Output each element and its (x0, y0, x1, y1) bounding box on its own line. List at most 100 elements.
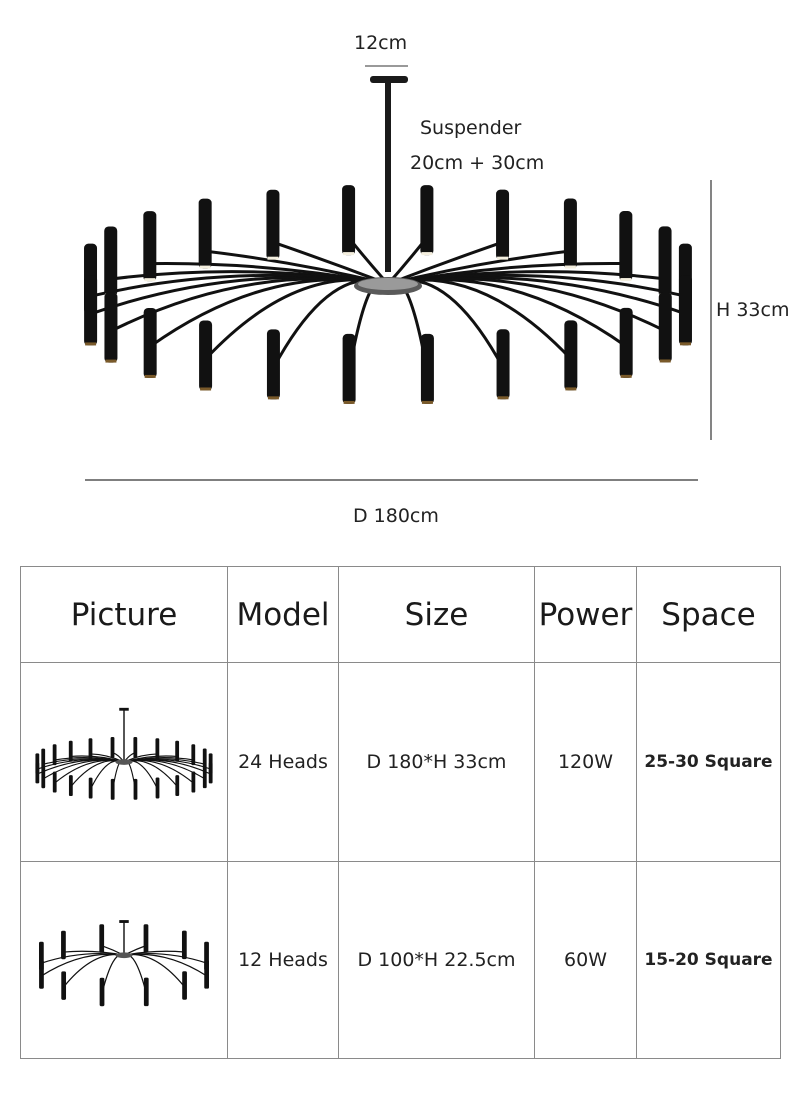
table-row: 24 Heads D 180*H 33cm 120W 25-30 Square (20, 662, 781, 862)
light-tube-glow (564, 265, 576, 269)
thumbnail-canopy (119, 920, 129, 923)
table-header-row: Picture Model Size Power Space (20, 566, 781, 663)
light-tube (68, 740, 73, 762)
light-tube (619, 307, 633, 378)
light-tube (208, 762, 213, 784)
light-tube (61, 930, 66, 960)
suspender-label: Suspender (420, 117, 522, 139)
power-cell: 120W (534, 662, 637, 862)
light-tube-glow (267, 256, 279, 260)
light-tube (678, 275, 692, 346)
light-tube (52, 744, 57, 766)
light-tube (202, 767, 207, 789)
light-tube (104, 292, 118, 363)
light-tube-glow (679, 342, 691, 346)
height-dimension-label: H 33cm (716, 299, 790, 321)
light-tube (191, 771, 196, 793)
light-tube-glow (497, 256, 509, 260)
center-hub-highlight (358, 278, 418, 290)
chandelier-arm (123, 953, 147, 994)
chandelier-arm (387, 275, 686, 316)
light-tube (143, 977, 149, 1007)
chandelier-24-heads-thumbnail-icon (35, 707, 213, 800)
light-tube (143, 307, 157, 378)
header-power: Power (534, 566, 637, 663)
light-tube (564, 320, 578, 391)
model-cell: 12 Heads (227, 861, 339, 1059)
model-cell: 24 Heads (227, 662, 339, 862)
light-tube (342, 333, 356, 404)
header-model: Model (227, 566, 339, 663)
light-tube-glow (105, 359, 117, 363)
light-tube (658, 226, 672, 297)
light-tube (182, 971, 187, 1000)
diameter-dimension-label: D 180cm (353, 505, 439, 527)
light-tube (342, 185, 356, 256)
header-size: Size (338, 566, 535, 663)
light-tube (202, 748, 207, 770)
thumbnail-tubes (38, 924, 210, 1007)
light-tube-glow (343, 252, 355, 256)
light-tube (619, 211, 633, 282)
light-tube (155, 777, 160, 799)
light-tube (266, 189, 280, 260)
size-cell: D 100*H 22.5cm (338, 861, 535, 1059)
light-tube (658, 292, 672, 363)
light-tube (61, 971, 67, 1000)
light-tube-glow (421, 252, 433, 256)
light-tube (99, 977, 105, 1007)
light-tube-glow (144, 374, 156, 378)
light-tube (496, 329, 510, 400)
thumbnail-hub (115, 759, 133, 765)
ceiling-canopy (370, 76, 408, 83)
light-tube (99, 924, 105, 953)
light-tube-glow (200, 387, 212, 391)
light-tube (110, 736, 115, 758)
light-tube (88, 777, 93, 799)
chandelier-12-heads-thumbnail-icon (38, 920, 210, 1007)
light-tube (191, 744, 196, 766)
space-cell: 15-20 Square (636, 861, 781, 1059)
light-tube (84, 275, 98, 346)
light-tube-glow (199, 265, 211, 269)
light-tube (41, 748, 46, 770)
light-tube (88, 738, 93, 760)
header-picture: Picture (20, 566, 228, 663)
light-tube (133, 736, 138, 758)
light-tube-glow (267, 396, 279, 400)
light-tube-glow (659, 359, 671, 363)
picture-cell (20, 662, 228, 862)
light-tube (110, 778, 115, 800)
light-tube-glow (85, 342, 97, 346)
light-tube-glow (565, 387, 577, 391)
light-tube (52, 771, 57, 793)
thumbnail-tubes (35, 736, 213, 800)
light-tube (175, 775, 180, 796)
suspender-length-label: 20cm + 30cm (410, 152, 545, 174)
size-cell: D 180*H 33cm (338, 662, 535, 862)
light-tube (420, 333, 434, 404)
light-tube-glow (620, 278, 632, 282)
spec-table: Picture Model Size Power Space 24 Heads … (20, 566, 781, 1059)
light-tube-glow (421, 400, 433, 404)
light-tube (155, 738, 160, 760)
light-tube (104, 226, 118, 297)
light-tube (420, 185, 434, 256)
light-tube (35, 762, 40, 784)
light-tube-glow (497, 396, 509, 400)
light-tube-glow (620, 374, 632, 378)
light-tube-glow (144, 278, 156, 282)
light-tube (496, 189, 510, 260)
table-row: 12 Heads D 100*H 22.5cm 60W 15-20 Square (20, 861, 781, 1059)
chandelier-illustration (84, 65, 712, 481)
space-cell: 25-30 Square (636, 662, 781, 862)
light-tube (143, 211, 157, 282)
light-tube (175, 740, 180, 762)
suspender-rod (385, 82, 391, 272)
light-tube (198, 198, 212, 269)
light-tube (204, 960, 210, 989)
canopy-dimension-label: 12cm (354, 32, 408, 54)
light-tube (133, 778, 138, 800)
chandelier-arm (101, 953, 125, 994)
chandelier-arm (90, 275, 389, 316)
